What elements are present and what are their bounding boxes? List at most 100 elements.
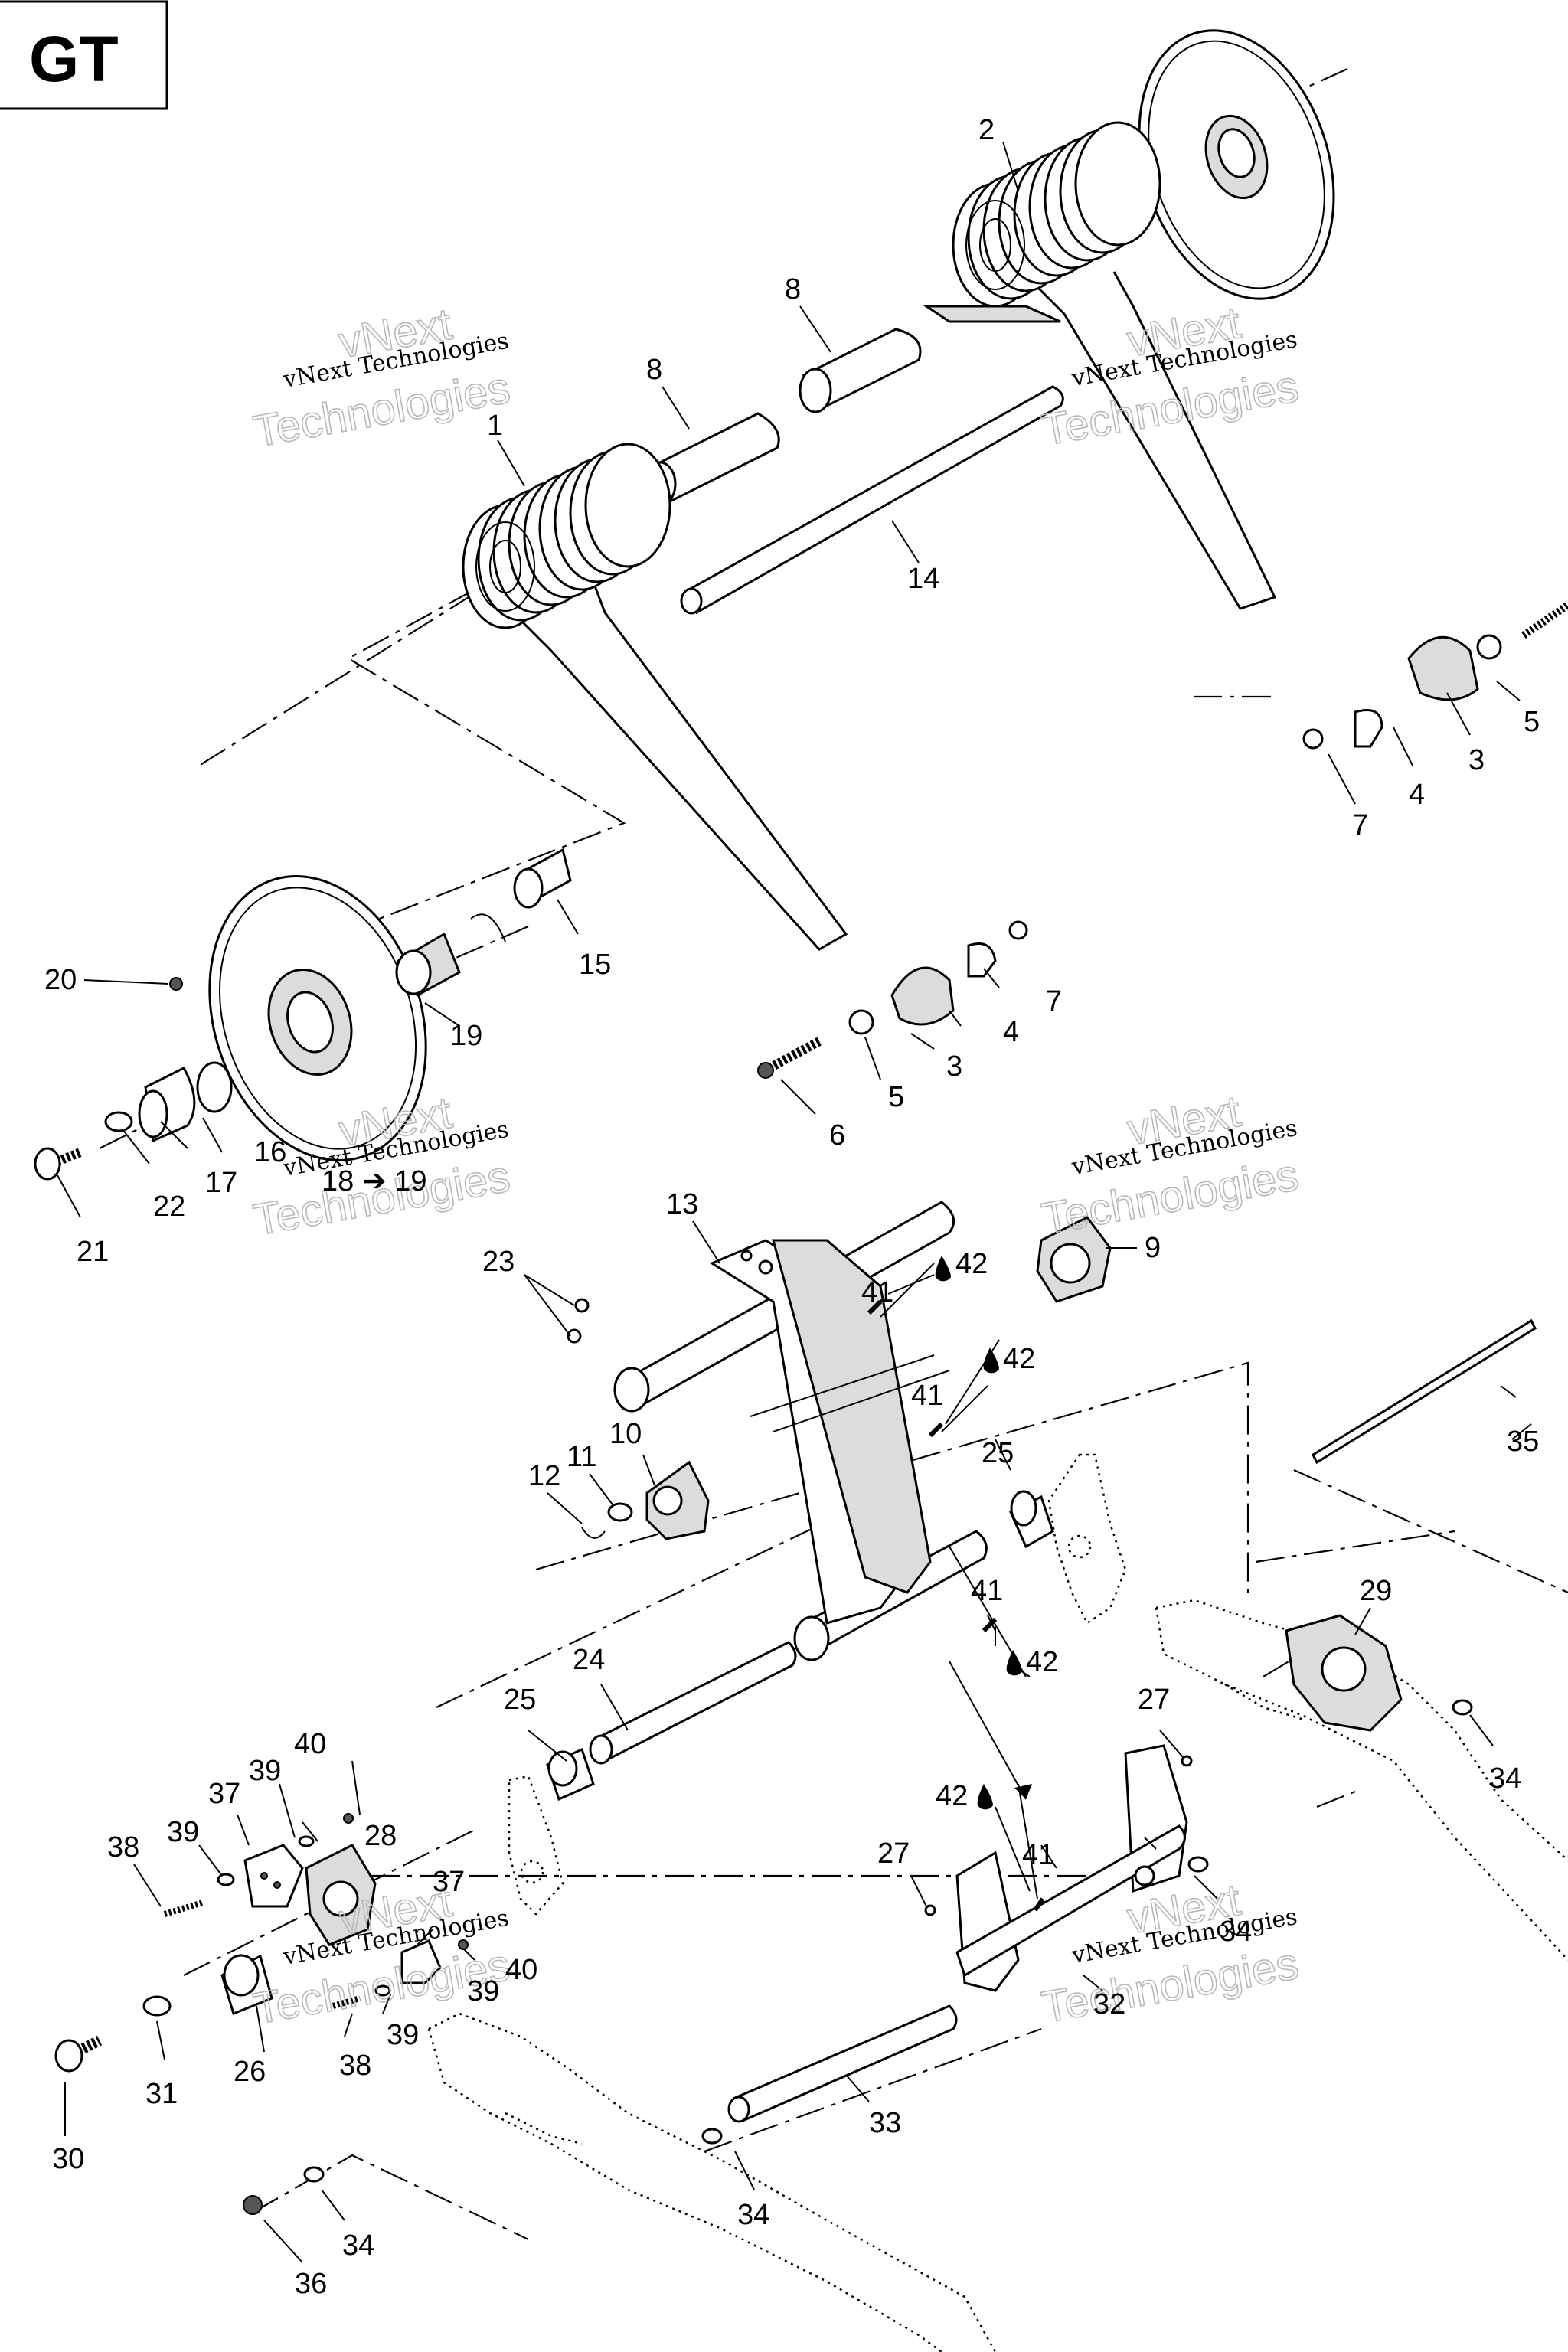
callout-7: 7	[1046, 985, 1062, 1018]
callout-38: 38	[107, 1831, 139, 1864]
callout-37: 37	[208, 1778, 240, 1810]
torsion-spring-2	[923, 121, 1277, 610]
callout-4: 4	[1003, 1016, 1019, 1048]
callout-4: 4	[1409, 779, 1425, 811]
rear-arm-pivot-32	[956, 1744, 1188, 1992]
callout-41: 41	[1022, 1839, 1054, 1871]
watermark-1: vNext Technologies Technologies vNext	[249, 299, 514, 457]
swing-arm-13	[613, 1200, 988, 1661]
callout-30: 30	[52, 2143, 84, 2175]
callout-5: 5	[888, 1081, 904, 1113]
callout-13: 13	[666, 1188, 698, 1220]
callout-10: 10	[609, 1418, 642, 1450]
center-lines	[99, 67, 1568, 2240]
pivot-shaft-35	[1312, 1318, 1537, 1465]
lubricant-drop-icon	[1006, 1650, 1022, 1676]
callout-3: 3	[1468, 744, 1485, 776]
callout-40: 40	[294, 1728, 326, 1760]
callout-32: 32	[1093, 1988, 1125, 2020]
spring-stopper-right	[1302, 601, 1568, 750]
callout-34: 34	[342, 2230, 374, 2262]
wheel-hardware	[34, 848, 572, 1181]
shaft-14	[680, 385, 1064, 615]
model-tag: GT	[0, 0, 168, 110]
callout-39: 39	[249, 1755, 281, 1787]
bracket-lower-left	[508, 1775, 564, 1916]
callout-18-19: 18 ➔ 19	[322, 1165, 427, 1197]
slide-rail-left	[427, 2012, 997, 2352]
callout-29: 29	[1360, 1575, 1392, 1607]
shaft-24	[589, 1641, 797, 1765]
cross-bracket-29	[1285, 1614, 1403, 1732]
callout-25: 25	[504, 1684, 536, 1716]
bushing-26	[220, 1954, 273, 2016]
callout-39: 39	[387, 2019, 419, 2051]
torsion-spring-1	[462, 443, 848, 951]
lubricant-drop-icon	[983, 1348, 999, 1374]
shaft-33	[727, 2004, 958, 2123]
callout-37: 37	[433, 1866, 465, 1898]
callout-42: 42	[936, 1780, 968, 1812]
callout-20: 20	[44, 964, 77, 996]
callout-27: 27	[877, 1838, 910, 1870]
callout-15: 15	[579, 949, 611, 981]
callout-38: 38	[339, 2050, 371, 2082]
lubricant-drop-icon	[935, 1256, 951, 1282]
callout-14: 14	[907, 563, 939, 595]
watermark-4: vNext Technologies Technologies vNext	[1037, 1086, 1302, 1244]
callout-39: 39	[467, 1975, 499, 2007]
callout-34: 34	[1489, 1762, 1521, 1795]
callout-23: 23	[482, 1246, 514, 1278]
callout-27: 27	[1138, 1684, 1170, 1716]
callout-17: 17	[205, 1167, 237, 1199]
callout-12: 12	[528, 1460, 560, 1492]
callout-9: 9	[1145, 1232, 1161, 1264]
callout-1: 1	[487, 410, 503, 442]
callout-35: 35	[1507, 1426, 1539, 1458]
callout-19: 19	[450, 1020, 482, 1052]
callout-11: 11	[567, 1441, 596, 1473]
callout-2: 2	[978, 114, 995, 146]
callout-25: 25	[982, 1437, 1014, 1469]
stopper-9	[1036, 1216, 1112, 1303]
block-37-lower	[400, 1939, 442, 1984]
bushing-25-upper	[1009, 1490, 1054, 1549]
callout-36: 36	[295, 2268, 327, 2300]
spring-stopper-left	[757, 920, 1028, 1079]
callout-40: 40	[505, 1954, 537, 1986]
lubricant-drop-icon	[977, 1784, 993, 1810]
cross-bracket-28	[305, 1844, 377, 1946]
callout-22: 22	[153, 1191, 185, 1223]
callout-34: 34	[737, 2199, 769, 2231]
stopper-10	[581, 1460, 710, 1540]
callout-41: 41	[861, 1276, 893, 1308]
bracket-upper-right	[1047, 1453, 1127, 1625]
block-37-upper	[243, 1844, 304, 1908]
callout-8: 8	[646, 354, 662, 386]
callout-26: 26	[234, 2056, 266, 2088]
callout-8: 8	[785, 273, 801, 305]
callout-16: 16	[254, 1136, 286, 1168]
fasteners	[54, 1298, 1473, 2215]
callout-24: 24	[573, 1644, 605, 1676]
callout-41: 41	[971, 1575, 1003, 1607]
leader-lines	[57, 141, 1532, 2263]
callout-31: 31	[145, 2078, 178, 2110]
callout-41: 41	[911, 1380, 943, 1412]
spacer-sleeves-8	[643, 328, 922, 507]
callout-28: 28	[364, 1820, 397, 1852]
callout-42: 42	[1026, 1646, 1058, 1678]
callout-3: 3	[946, 1050, 962, 1083]
callout-34: 34	[1220, 1916, 1252, 1948]
bushing-25-lower	[546, 1747, 595, 1802]
callout-labels: 1 2 3 3 4 4 5 5 6 7 7 8 8 9 10 11 12 13 …	[44, 114, 1540, 2300]
callout-21: 21	[77, 1236, 109, 1268]
callout-5: 5	[1524, 706, 1540, 738]
callout-39: 39	[167, 1816, 199, 1848]
callout-6: 6	[829, 1119, 845, 1152]
callout-7: 7	[1352, 809, 1368, 841]
callout-42: 42	[956, 1248, 988, 1280]
callout-42: 42	[1003, 1343, 1035, 1375]
model-tag-text: GT	[29, 23, 119, 95]
